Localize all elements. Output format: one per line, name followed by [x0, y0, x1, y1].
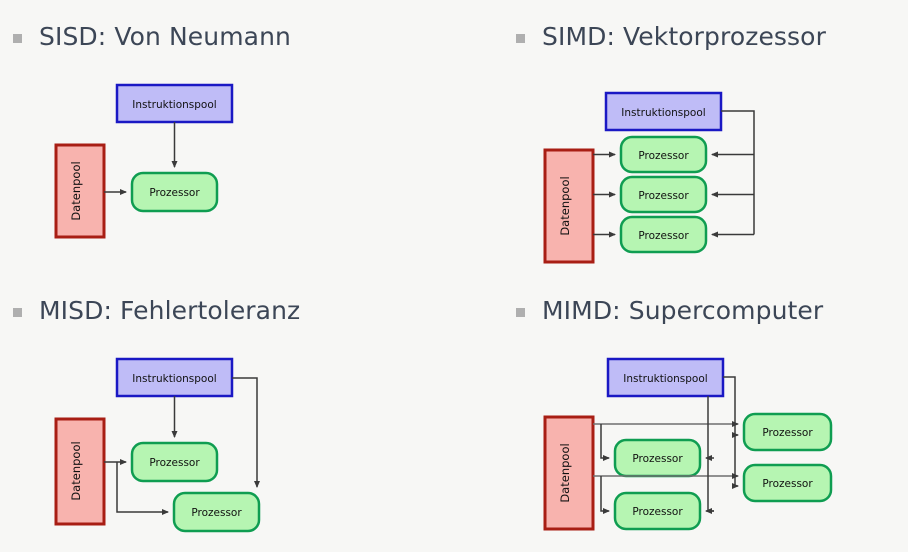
node-data-pool: Datenpool — [54, 417, 106, 526]
instruction-pool-label: Instruktionspool — [132, 99, 216, 111]
processor-label: Prozessor — [632, 506, 683, 518]
processor-box — [619, 135, 708, 174]
bullet-square-icon — [516, 33, 525, 43]
instruction-pool-box — [606, 357, 725, 398]
node-data-pool: Datenpool — [543, 148, 595, 264]
node-processor-1: Prozessor — [619, 135, 708, 174]
edge-instruction-to-processor-4 — [732, 435, 739, 489]
instruction-pool-label: Instruktionspool — [132, 373, 216, 385]
data-pool-label: Datenpool — [69, 161, 83, 220]
diagram-misd: Instruktionspool Datenpool Prozessor Pro… — [29, 351, 289, 546]
edge-instruction-bus-right — [723, 376, 736, 435]
data-pool-label: Datenpool — [558, 176, 572, 235]
data-pool-box — [54, 143, 106, 239]
data-pool-box — [543, 148, 595, 264]
diagram-misd-svg: Instruktionspool Datenpool Prozessor Pro… — [54, 357, 261, 533]
bullet-square-icon — [13, 33, 22, 43]
node-instruction-pool: Instruktionspool — [606, 357, 725, 398]
processor-label: Prozessor — [638, 150, 689, 162]
node-processor-3: Prozessor — [619, 215, 708, 254]
diagram-simd-svg: Instruktionspool Datenpool Prozessor Pro… — [543, 91, 755, 264]
node-data-pool: Datenpool — [54, 143, 106, 239]
processor-box — [742, 412, 833, 452]
data-pool-box — [54, 417, 106, 526]
node-processor-2: Prozessor — [742, 412, 833, 452]
quadrant-mimd: MIMD: Supercomputer Instruktionspool Dat — [516, 296, 908, 541]
edge-data-to-processor-2 — [116, 462, 169, 515]
diagram-sisd: Instruktionspool Datenpool Prozessor — [29, 75, 249, 275]
node-processor-1: Prozessor — [613, 438, 702, 478]
edge-instruction-bus-middle-lower — [707, 458, 714, 512]
processor-label: Prozessor — [638, 190, 689, 202]
edge-instruction-bus — [721, 110, 755, 235]
diagram-mimd-svg: Instruktionspool Datenpool Prozessor Pro… — [543, 357, 833, 531]
data-pool-label: Datenpool — [69, 441, 83, 500]
node-processor-1: Prozessor — [130, 441, 219, 483]
quadrant-sisd: SISD: Von Neumann Instruktionspool Daten — [13, 22, 453, 272]
bullet-square-icon — [516, 307, 525, 317]
quadrant-mimd-title: MIMD: Supercomputer — [542, 296, 824, 325]
processor-label: Prozessor — [149, 187, 200, 199]
quadrant-misd-header: MISD: Fehlertoleranz — [13, 296, 300, 325]
instruction-pool-box — [604, 91, 723, 132]
node-processor-2: Prozessor — [172, 491, 261, 533]
diagram-mimd: Instruktionspool Datenpool Prozessor Pro… — [536, 352, 856, 552]
processor-box — [619, 215, 708, 254]
processor-box — [613, 491, 702, 531]
processor-box — [130, 171, 219, 213]
processor-label: Prozessor — [149, 457, 200, 469]
processor-label: Prozessor — [762, 478, 813, 490]
quadrant-misd-title: MISD: Fehlertoleranz — [39, 296, 301, 325]
quadrant-sisd-header: SISD: Von Neumann — [13, 22, 291, 51]
processor-box — [172, 491, 261, 533]
processor-box — [130, 441, 219, 483]
diagram-sisd-svg: Instruktionspool Datenpool Prozessor — [54, 83, 234, 239]
edge-data-to-processor-1 — [600, 424, 610, 461]
diagram-simd: Instruktionspool Datenpool Prozessor Pro… — [539, 82, 799, 292]
node-data-pool: Datenpool — [543, 415, 595, 531]
instruction-pool-label: Instruktionspool — [623, 373, 707, 385]
node-processor-3: Prozessor — [613, 491, 702, 531]
quadrant-simd: SIMD: Vektorprozessor Instruktionspool — [516, 22, 908, 272]
node-instruction-pool: Instruktionspool — [115, 83, 234, 124]
node-instruction-pool: Instruktionspool — [604, 91, 723, 132]
node-processor-4: Prozessor — [742, 463, 833, 503]
node-instruction-pool: Instruktionspool — [115, 357, 234, 398]
data-pool-box — [543, 415, 595, 531]
node-processor-1: Prozessor — [130, 171, 219, 213]
quadrant-simd-header: SIMD: Vektorprozessor — [516, 22, 826, 51]
quadrant-misd: MISD: Fehlertoleranz Instruktionspool Da — [13, 296, 453, 541]
processor-label: Prozessor — [638, 230, 689, 242]
processor-box — [742, 463, 833, 503]
quadrant-mimd-header: MIMD: Supercomputer — [516, 296, 823, 325]
quadrant-sisd-title: SISD: Von Neumann — [39, 22, 291, 51]
processor-label: Prozessor — [191, 507, 242, 519]
bullet-square-icon — [13, 307, 22, 317]
data-pool-label: Datenpool — [558, 443, 572, 502]
processor-label: Prozessor — [632, 453, 683, 465]
node-processor-2: Prozessor — [619, 175, 708, 214]
processor-label: Prozessor — [762, 427, 813, 439]
instruction-pool-label: Instruktionspool — [621, 107, 705, 119]
edge-data-to-processor-3 — [600, 476, 610, 514]
quadrant-simd-title: SIMD: Vektorprozessor — [542, 22, 826, 51]
processor-box — [619, 175, 708, 214]
edge-instruction-to-processor-2 — [232, 377, 260, 488]
